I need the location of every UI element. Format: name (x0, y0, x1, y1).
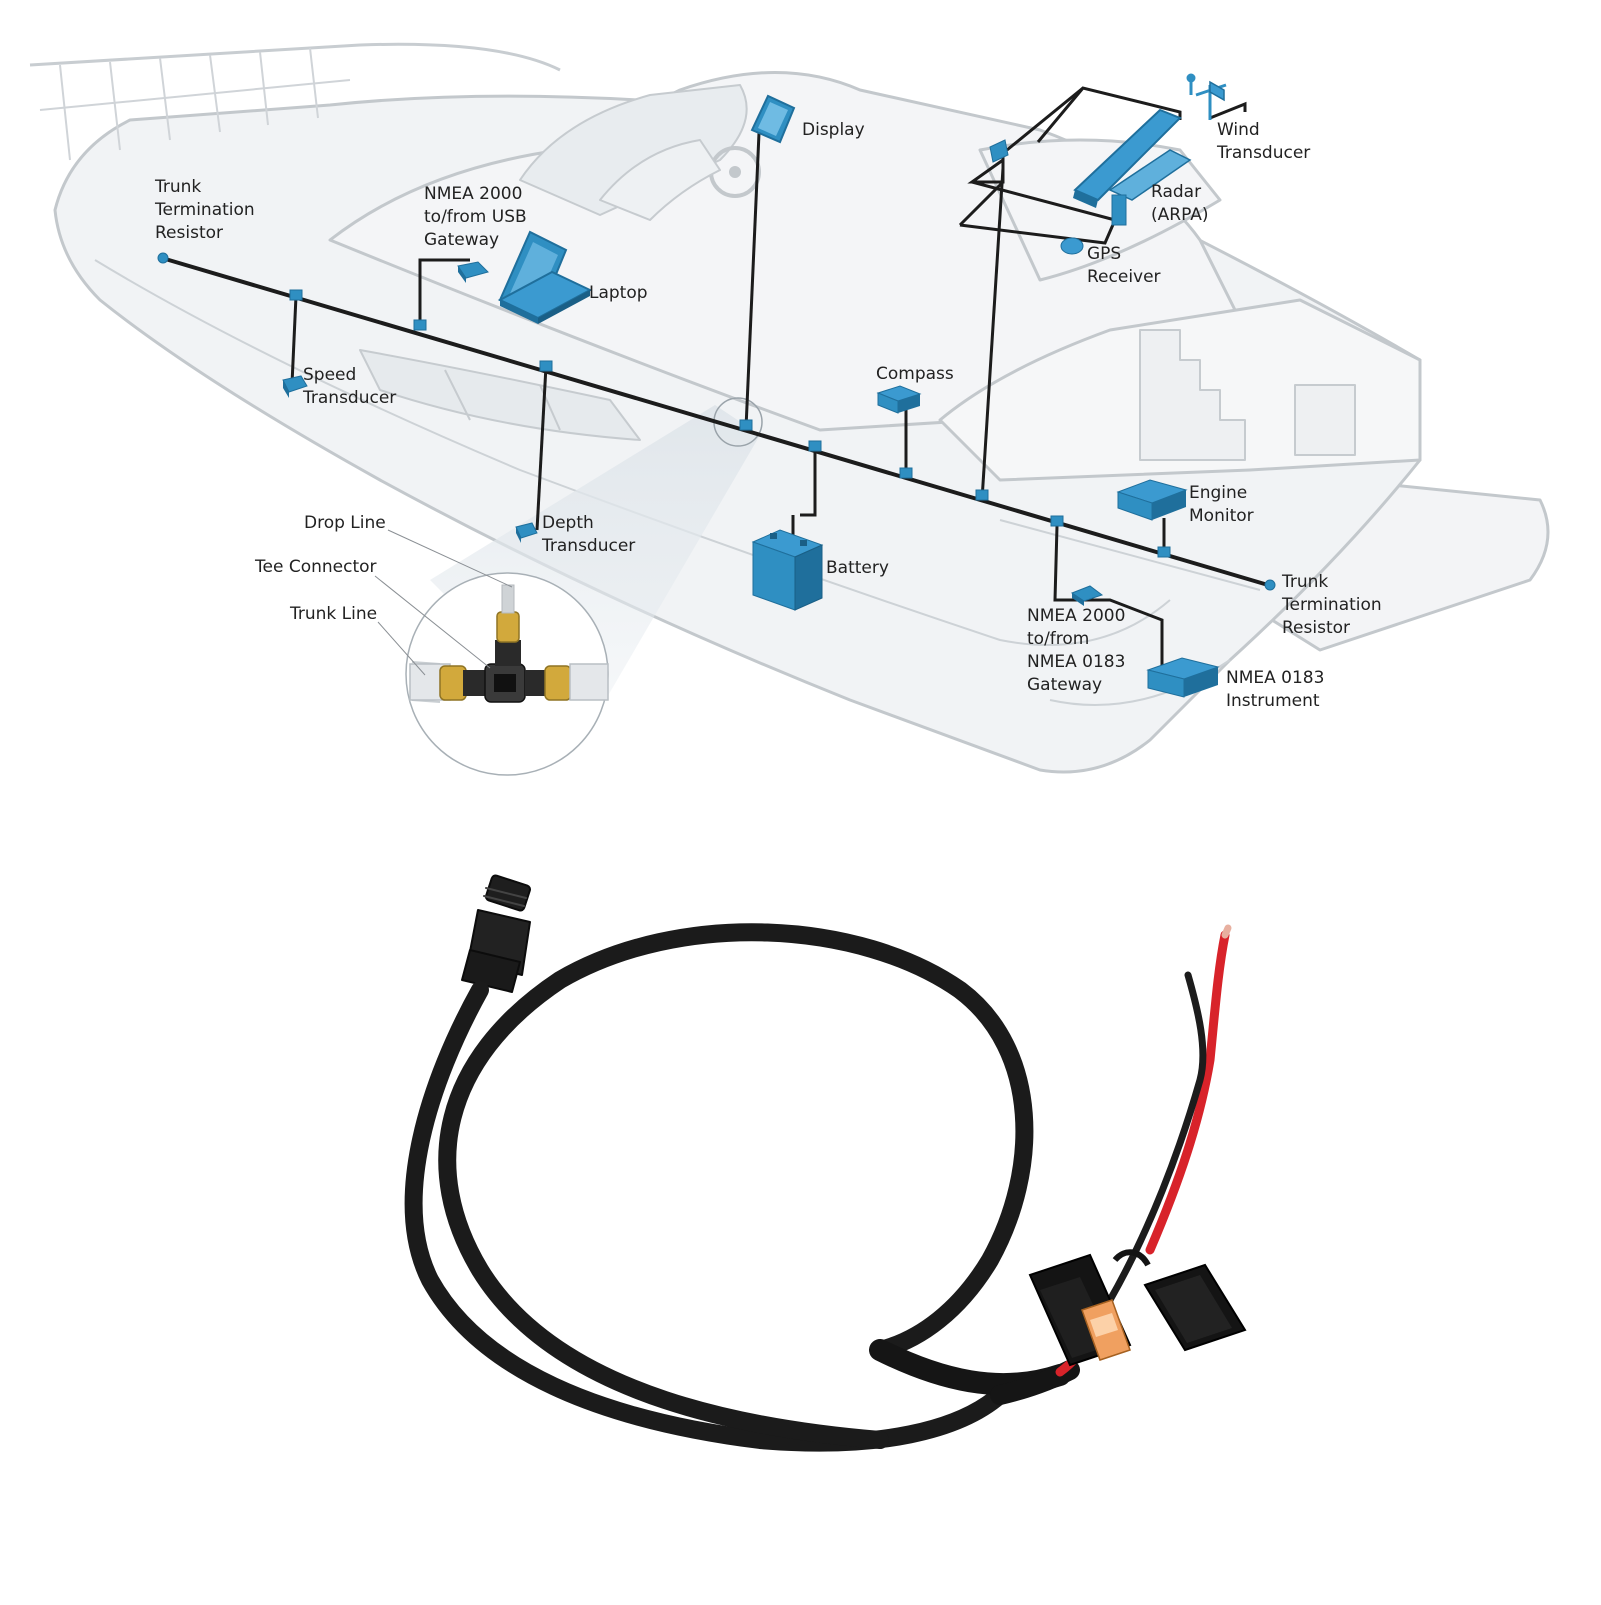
usb-gateway-device (457, 261, 489, 283)
nmea0183-gateway-device (1070, 585, 1104, 606)
black-wire (1106, 971, 1207, 1304)
label-laptop: Laptop (589, 283, 648, 303)
wind-vane-icon (1186, 73, 1227, 120)
drop-lines (290, 86, 1247, 680)
radar-icon (1073, 108, 1192, 226)
depth-transducer-device (515, 522, 538, 543)
label-radar: Radar (ARPA) (1151, 182, 1209, 225)
label-compass: Compass (876, 364, 954, 384)
bow-termination-resistor (157, 252, 169, 264)
label-nmea0183-instrument: NMEA 0183 Instrument (1226, 668, 1325, 711)
compass-device (876, 385, 922, 414)
gps-dome-icon (1060, 237, 1084, 255)
label-depth-transducer: Depth Transducer (542, 513, 636, 556)
speed-transducer-device (282, 375, 308, 398)
power-cable-icon (404, 874, 1232, 1452)
label-tee-connector: Tee Connector (255, 557, 377, 577)
nmea0183-instrument-device (1146, 657, 1220, 698)
label-usb-gateway: NMEA 2000 to/from USB Gateway (424, 184, 527, 250)
label-nmea0183-gateway: NMEA 2000 to/from NMEA 0183 Gateway (1027, 606, 1126, 695)
label-engine-monitor: Engine Monitor (1189, 483, 1254, 526)
label-wind-transducer: Wind Transducer (1217, 120, 1311, 163)
label-battery: Battery (826, 558, 889, 578)
label-display: Display (802, 120, 865, 140)
boat-outline-icon (29, 42, 1550, 774)
trunk-tees (289, 289, 1171, 558)
micro-c-connector (461, 874, 531, 993)
display-icon (750, 94, 796, 144)
radar-junction-device (989, 139, 1009, 163)
label-trunk-termination-stern: Trunk Termination Resistor (1282, 572, 1382, 638)
callout-leaders (374, 529, 513, 676)
laptop-icon (497, 230, 593, 324)
battery-icon (751, 529, 824, 611)
fuse-holder-icon (1028, 1249, 1247, 1367)
engine-monitor-device (1116, 479, 1188, 521)
label-drop-line: Drop Line (304, 513, 386, 533)
main-cable (404, 981, 1009, 1452)
tee-connector-icon (409, 584, 609, 703)
trunk-line (160, 256, 1270, 587)
label-speed-transducer: Speed Transducer (303, 365, 397, 408)
label-trunk-line: Trunk Line (290, 604, 378, 624)
label-gps-receiver: GPS Receiver (1087, 244, 1161, 287)
label-trunk-termination-bow: Trunk Termination Resistor (155, 177, 255, 243)
stern-termination-resistor (1264, 579, 1276, 591)
